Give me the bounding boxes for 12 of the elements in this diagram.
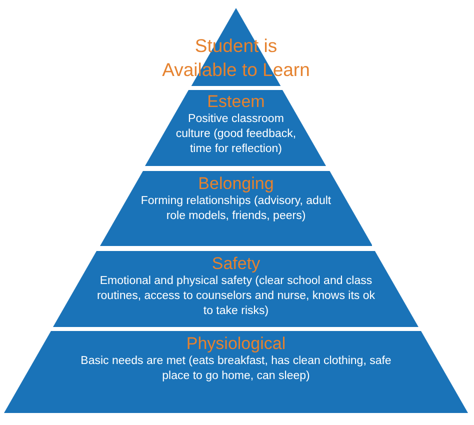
pyramid-tier xyxy=(100,171,372,246)
pyramid-tier xyxy=(4,331,468,413)
pyramid-tier xyxy=(53,251,419,327)
tier-description: Basic needs are met (eats breakfast, has clean clothing, safe place to go home, can sleep) xyxy=(80,354,392,384)
tier-description: Forming relationships (advisory, adult role models, friends, peers) xyxy=(140,194,332,224)
tier-description: Positive classroom culture (good feedback, time for reflection) xyxy=(174,112,298,157)
tier-title: Physiological xyxy=(186,334,286,354)
tier-title: Belonging xyxy=(198,174,274,194)
tier-title: Safety xyxy=(212,254,260,274)
tier-title: Esteem xyxy=(207,92,265,112)
pyramid-tier xyxy=(145,90,326,166)
tier-description: Emotional and physical safety (clear school and class routines, access to counselors and nurse, knows its ok to take risks) xyxy=(96,274,376,319)
